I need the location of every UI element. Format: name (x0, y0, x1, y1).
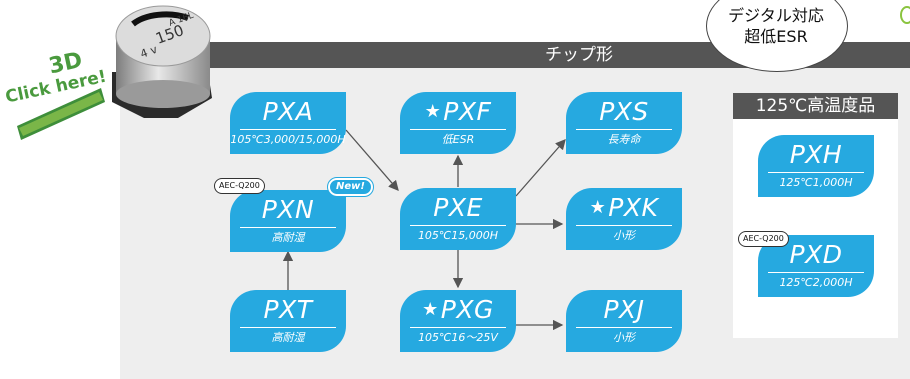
node-pxh[interactable]: PXH 125℃1,000H (758, 135, 874, 197)
callout-line-1: デジタル対応 (728, 6, 824, 25)
high-temp-title: 125℃高温度品 (733, 93, 898, 119)
node-pxa-sub: 105℃3,000/15,000H (230, 133, 346, 146)
star-icon: ★ (589, 197, 607, 218)
callout-bubble (706, 0, 848, 72)
node-pxn[interactable]: PXN 高耐湿 (230, 190, 346, 252)
callout-line-2: 超低ESR (744, 27, 808, 46)
node-pxf-name: PXF (443, 97, 492, 126)
callout-text: デジタル対応 超低ESR (706, 5, 846, 47)
node-pxt-sub: 高耐湿 (271, 331, 305, 344)
star-icon: ★ (422, 299, 439, 320)
node-pxg-name: PXG (440, 295, 494, 324)
capacitor-marking-3: 4 v (139, 43, 160, 61)
node-pxg-sub: 105℃16～25V (418, 331, 498, 344)
aec-q200-badge-pxn: AEC-Q200 (214, 178, 265, 194)
capacitor-image: A 16L 150 4 v (112, 5, 212, 118)
node-pxh-sub: 125℃1,000H (779, 176, 853, 189)
node-pxk-name: PXK (608, 193, 659, 222)
arrow-pxa-pxe (345, 129, 399, 191)
node-pxf-sub: 低ESR (441, 133, 475, 146)
node-pxt-name: PXT (263, 295, 313, 324)
node-pxs[interactable]: PXS 長寿命 (566, 92, 682, 154)
new-badge: New! (327, 177, 374, 197)
node-pxe-sub: 105℃15,000H (417, 229, 499, 242)
node-pxn-sub: 高耐湿 (271, 231, 305, 244)
node-pxd-name: PXD (789, 240, 843, 269)
node-pxk-sub: 小形 (613, 229, 635, 242)
node-pxj-name: PXJ (603, 295, 645, 324)
arrow-pxe-pxs (515, 139, 566, 197)
node-pxf[interactable]: ★PXF 低ESR (400, 92, 516, 154)
node-pxs-name: PXS (599, 97, 649, 126)
node-pxh-name: PXH (789, 140, 843, 169)
node-pxn-name: PXN (261, 195, 315, 224)
node-pxg[interactable]: ★PXG 105℃16～25V (400, 290, 516, 352)
node-pxt[interactable]: PXT 高耐湿 (230, 290, 346, 352)
green-circle-icon (900, 6, 910, 24)
star-icon: ★ (424, 101, 442, 122)
node-pxk[interactable]: ★PXK 小形 (566, 188, 682, 250)
node-pxj[interactable]: PXJ 小形 (566, 290, 682, 352)
node-pxe[interactable]: PXE 105℃15,000H (400, 188, 516, 250)
node-pxe-name: PXE (433, 193, 483, 222)
node-pxs-sub: 長寿命 (607, 133, 641, 146)
node-pxj-sub: 小形 (613, 331, 635, 344)
header-title: チップ形 (545, 45, 613, 65)
node-pxa[interactable]: PXA 105℃3,000/15,000H (230, 92, 346, 154)
node-pxa-name: PXA (262, 97, 314, 126)
node-pxd-sub: 125℃2,000H (779, 276, 853, 289)
click-3d-link[interactable]: 3D Click here! (5, 40, 115, 140)
high-temp-panel (733, 93, 898, 338)
aec-q200-badge-pxd: AEC-Q200 (738, 231, 789, 247)
